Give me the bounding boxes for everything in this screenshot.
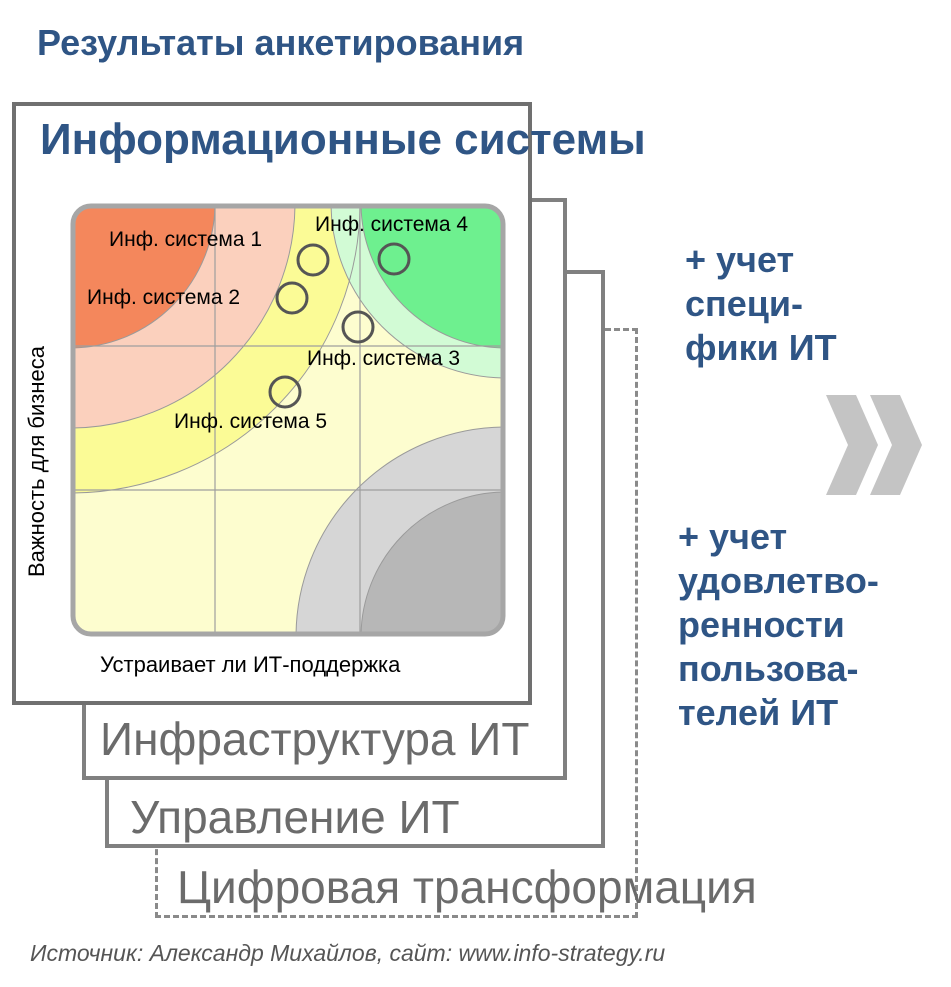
note-user-satisfaction-line-5: телей ИТ	[678, 692, 839, 733]
note-user-satisfaction: + учет удовлетво- ренности пользова- тел…	[678, 515, 879, 735]
zone-dark-gray	[361, 492, 503, 634]
portfolio-matrix: Инф. система 1 Инф. система 2 Инф. систе…	[70, 203, 506, 637]
note-it-specifics-line-2: специ-	[685, 283, 804, 324]
note-user-satisfaction-line-2: удовлетво-	[678, 560, 879, 601]
card-digital-transformation-label: Цифровая трансформация	[177, 861, 757, 913]
system-2-label: Инф. система 2	[87, 286, 240, 309]
zone-pink	[73, 206, 295, 428]
note-user-satisfaction-line-3: ренности	[678, 604, 845, 645]
chevron-right-icon	[826, 395, 922, 495]
note-it-specifics: + учет специ- фики ИТ	[685, 238, 837, 370]
zone-green	[361, 206, 503, 348]
system-5-label: Инф. система 5	[174, 410, 327, 433]
system-4-label: Инф. система 4	[315, 213, 468, 236]
card-information-systems-title: Информационные системы	[40, 115, 646, 164]
card-it-management-label: Управление ИТ	[130, 791, 460, 843]
y-axis-label: Важность для бизнеса	[24, 346, 49, 577]
zone-gray	[296, 427, 503, 634]
zone-red	[73, 206, 215, 348]
source-caption: Источник: Александр Михайлов, сайт: www.…	[30, 940, 666, 966]
note-it-specifics-line-3: фики ИТ	[685, 327, 837, 368]
note-user-satisfaction-line-1: + учет	[678, 516, 788, 557]
note-it-specifics-line-1: + учет	[685, 239, 795, 280]
x-axis-label: Устраивает ли ИТ-поддержка	[100, 652, 401, 677]
grid	[73, 206, 503, 634]
card-it-infrastructure-label: Инфраструктура ИТ	[100, 713, 530, 765]
system-1-label: Инф. система 1	[109, 228, 262, 251]
note-user-satisfaction-line-4: пользова-	[678, 648, 859, 689]
system-1-marker	[296, 243, 330, 277]
system-2-marker	[275, 281, 309, 315]
system-5-marker	[268, 375, 302, 409]
plot-frame	[70, 203, 506, 637]
page-title: Результаты анкетирования	[37, 22, 525, 63]
system-3-marker	[341, 310, 375, 344]
system-3-label: Инф. система 3	[307, 347, 460, 370]
system-4-marker	[377, 242, 411, 276]
